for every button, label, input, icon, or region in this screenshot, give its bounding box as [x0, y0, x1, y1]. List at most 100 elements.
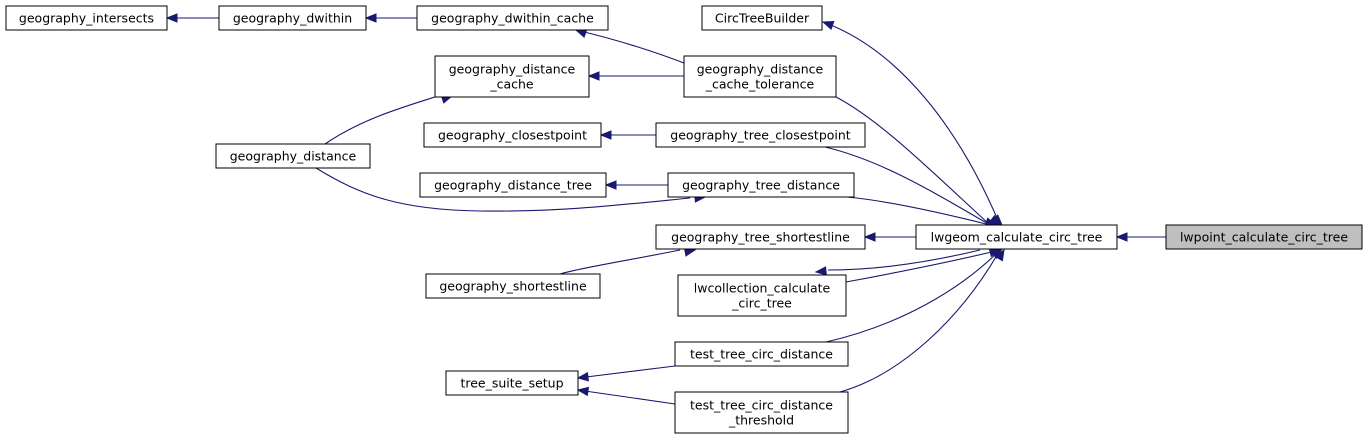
edge-line	[839, 249, 1001, 393]
node-label: geography_tree_shortestline	[671, 230, 850, 245]
arrow-head-icon	[814, 266, 827, 276]
edge-line	[577, 389, 676, 405]
node-lwpoint-calculate-circ-tree[interactable]: lwpoint_calculate_circ_tree	[1165, 224, 1363, 250]
node-box	[674, 391, 849, 434]
node-box	[215, 143, 371, 169]
node-tree-suite-setup[interactable]: tree_suite_setup	[445, 370, 579, 396]
node-geography-distance-cache[interactable]: geography_distance_cache	[434, 55, 590, 98]
node-label: geography_dwithin_cache	[431, 11, 594, 26]
edge-line	[315, 167, 691, 212]
node-box	[423, 122, 602, 148]
edge-line	[825, 249, 1001, 343]
arrow-head-icon	[165, 13, 178, 23]
node-box	[655, 224, 866, 250]
edge-test_tree_circ_distance_threshold-to-tree_suite_setup	[576, 386, 676, 405]
node-label: geography_tree_distance	[682, 178, 840, 193]
edge-lwpoint_calculate_circ_tree-to-lwgeom_calculate_circ_tree	[1115, 232, 1166, 242]
edge-line	[845, 249, 1001, 283]
arrow-head-icon	[574, 28, 588, 38]
node-lwcollection-calculate-circ-tree[interactable]: lwcollection_calculate_circ_tree	[677, 274, 847, 317]
node-label: geography_distance	[449, 62, 576, 77]
node-label: _cache	[489, 77, 534, 92]
node-label: tree_suite_setup	[460, 376, 563, 391]
edge-geography_tree_distance-to-geography_distance_tree	[604, 180, 668, 190]
arrow-head-icon	[599, 130, 612, 140]
arrow-head-icon	[576, 372, 589, 382]
node-geography-tree-shortestline[interactable]: geography_tree_shortestline	[655, 224, 866, 250]
node-box	[677, 274, 847, 317]
edge-line	[827, 249, 981, 271]
node-label: geography_dwithin	[233, 11, 352, 26]
node-label: geography_tree_closestpoint	[670, 128, 850, 143]
node-geography-closestpoint[interactable]: geography_closestpoint	[423, 122, 602, 148]
edge-line	[835, 96, 991, 226]
arrow-head-icon	[821, 20, 835, 30]
edge-line	[822, 21, 1001, 226]
edge-lwgeom_calculate_circ_tree-to-geography_tree_distance	[846, 196, 998, 227]
node-box	[701, 5, 823, 31]
edge-line	[824, 146, 991, 226]
edge-line	[846, 196, 991, 226]
node-box	[915, 224, 1118, 250]
node-geography-tree-distance[interactable]: geography_tree_distance	[667, 172, 855, 198]
edges-layer	[165, 13, 1166, 405]
node-label: geography_distance_tree	[434, 178, 592, 193]
node-lwgeom-calculate-circ-tree[interactable]: lwgeom_calculate_circ_tree	[915, 224, 1118, 250]
arrow-head-icon	[364, 13, 377, 23]
arrow-head-icon	[863, 232, 876, 242]
node-geography-intersects[interactable]: geography_intersects	[5, 5, 168, 31]
node-geography-tree-closestpoint[interactable]: geography_tree_closestpoint	[655, 122, 866, 148]
node-geography-dwithin[interactable]: geography_dwithin	[218, 5, 367, 31]
node-geography-distance-cache-tolerance[interactable]: geography_distance_cache_tolerance	[683, 55, 837, 98]
node-geography-shortestline[interactable]: geography_shortestline	[425, 273, 601, 299]
node-label: _threshold	[728, 413, 794, 428]
node-box	[419, 172, 607, 198]
edge-line	[324, 96, 436, 145]
edge-lwgeom_calculate_circ_tree-to-CircTreeBuilder	[821, 20, 1001, 226]
node-box	[416, 5, 609, 31]
node-label: geography_closestpoint	[438, 128, 587, 143]
node-box	[655, 122, 866, 148]
edge-geography_dwithin-to-geography_intersects	[165, 13, 219, 23]
node-label: geography_shortestline	[439, 279, 587, 294]
node-box	[218, 5, 367, 31]
node-label: lwpoint_calculate_circ_tree	[1180, 230, 1348, 245]
edge-geography_distance_cache_tolerance-to-geography_distance_cache	[587, 71, 684, 81]
node-geography-dwithin-cache[interactable]: geography_dwithin_cache	[416, 5, 609, 31]
arrow-head-icon	[1115, 232, 1128, 242]
node-label: _cache_tolerance	[705, 77, 815, 92]
node-box	[683, 55, 837, 98]
node-label: test_tree_circ_distance	[690, 398, 833, 413]
node-box	[5, 5, 168, 31]
edge-lwgeom_calculate_circ_tree-to-test_tree_circ_distance_threshold	[839, 248, 1005, 393]
arrow-head-icon	[994, 248, 1005, 262]
node-label: geography_intersects	[19, 11, 154, 26]
edge-lwgeom_calculate_circ_tree-to-lwcollection_calculate_circ_tree	[814, 249, 981, 276]
edge-line	[559, 249, 681, 275]
node-label: _circ_tree	[731, 296, 792, 311]
node-label: CircTreeBuilder	[715, 11, 810, 26]
node-test-tree-circ-distance-threshold[interactable]: test_tree_circ_distance_threshold	[674, 391, 849, 434]
arrow-head-icon	[576, 386, 590, 397]
edge-geography_tree_closestpoint-to-geography_closestpoint	[599, 130, 656, 140]
node-geography-distance-tree[interactable]: geography_distance_tree	[419, 172, 607, 198]
edge-lwgeom_calculate_circ_tree-to-geography_distance_cache_tolerance	[835, 96, 1003, 226]
node-test-tree-circ-distance[interactable]: test_tree_circ_distance	[674, 341, 849, 367]
node-geography-distance[interactable]: geography_distance	[215, 143, 371, 169]
node-label: geography_distance	[230, 149, 357, 164]
arrow-head-icon	[604, 180, 617, 190]
node-CircTreeBuilder[interactable]: CircTreeBuilder	[701, 5, 823, 31]
node-label: lwcollection_calculate	[694, 281, 831, 296]
arrow-head-icon	[587, 71, 600, 81]
node-label: geography_distance	[697, 62, 824, 77]
edge-line	[577, 365, 676, 379]
node-label: lwgeom_calculate_circ_tree	[931, 230, 1103, 245]
node-box	[1165, 224, 1363, 250]
edge-geography_dwithin_cache-to-geography_dwithin	[364, 13, 417, 23]
node-box	[667, 172, 855, 198]
node-box	[445, 370, 579, 396]
edge-line	[575, 29, 685, 64]
edge-lwcollection_calculate_circ_tree-to-lwgeom_calculate_circ_tree	[845, 247, 1002, 283]
